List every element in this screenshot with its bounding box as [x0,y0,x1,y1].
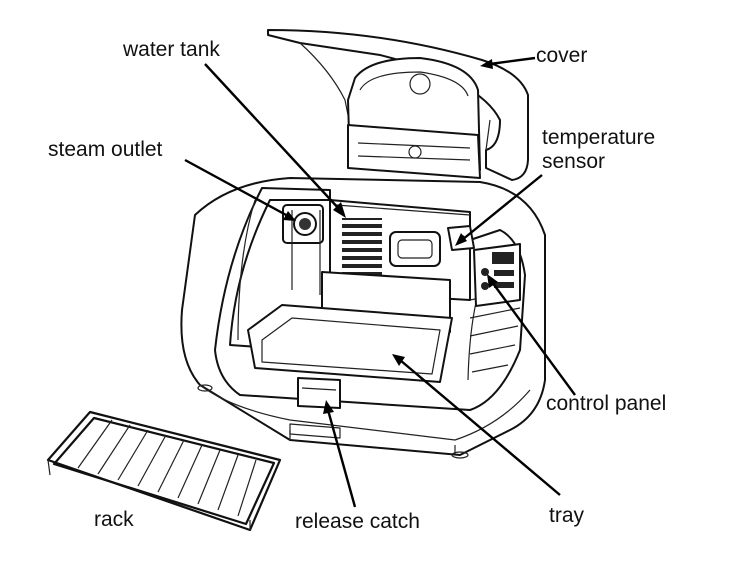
release-catch [289,377,341,439]
rack [46,410,282,532]
leader-lines [184,56,576,508]
label-tray: tray [549,504,585,527]
label-control-panel: control panel [546,392,667,415]
label-release-catch: release catch [295,510,420,533]
label-steam-outlet: steam outlet [48,138,163,161]
steam-outlet [282,204,324,295]
label-cover: cover [536,44,588,67]
label-temperature: temperature [542,126,656,149]
label-sensor: sensor [542,150,606,173]
control-panel [473,243,521,307]
label-rack: rack [94,508,134,531]
label-water-tank: water tank [123,38,220,61]
cover [267,29,529,181]
